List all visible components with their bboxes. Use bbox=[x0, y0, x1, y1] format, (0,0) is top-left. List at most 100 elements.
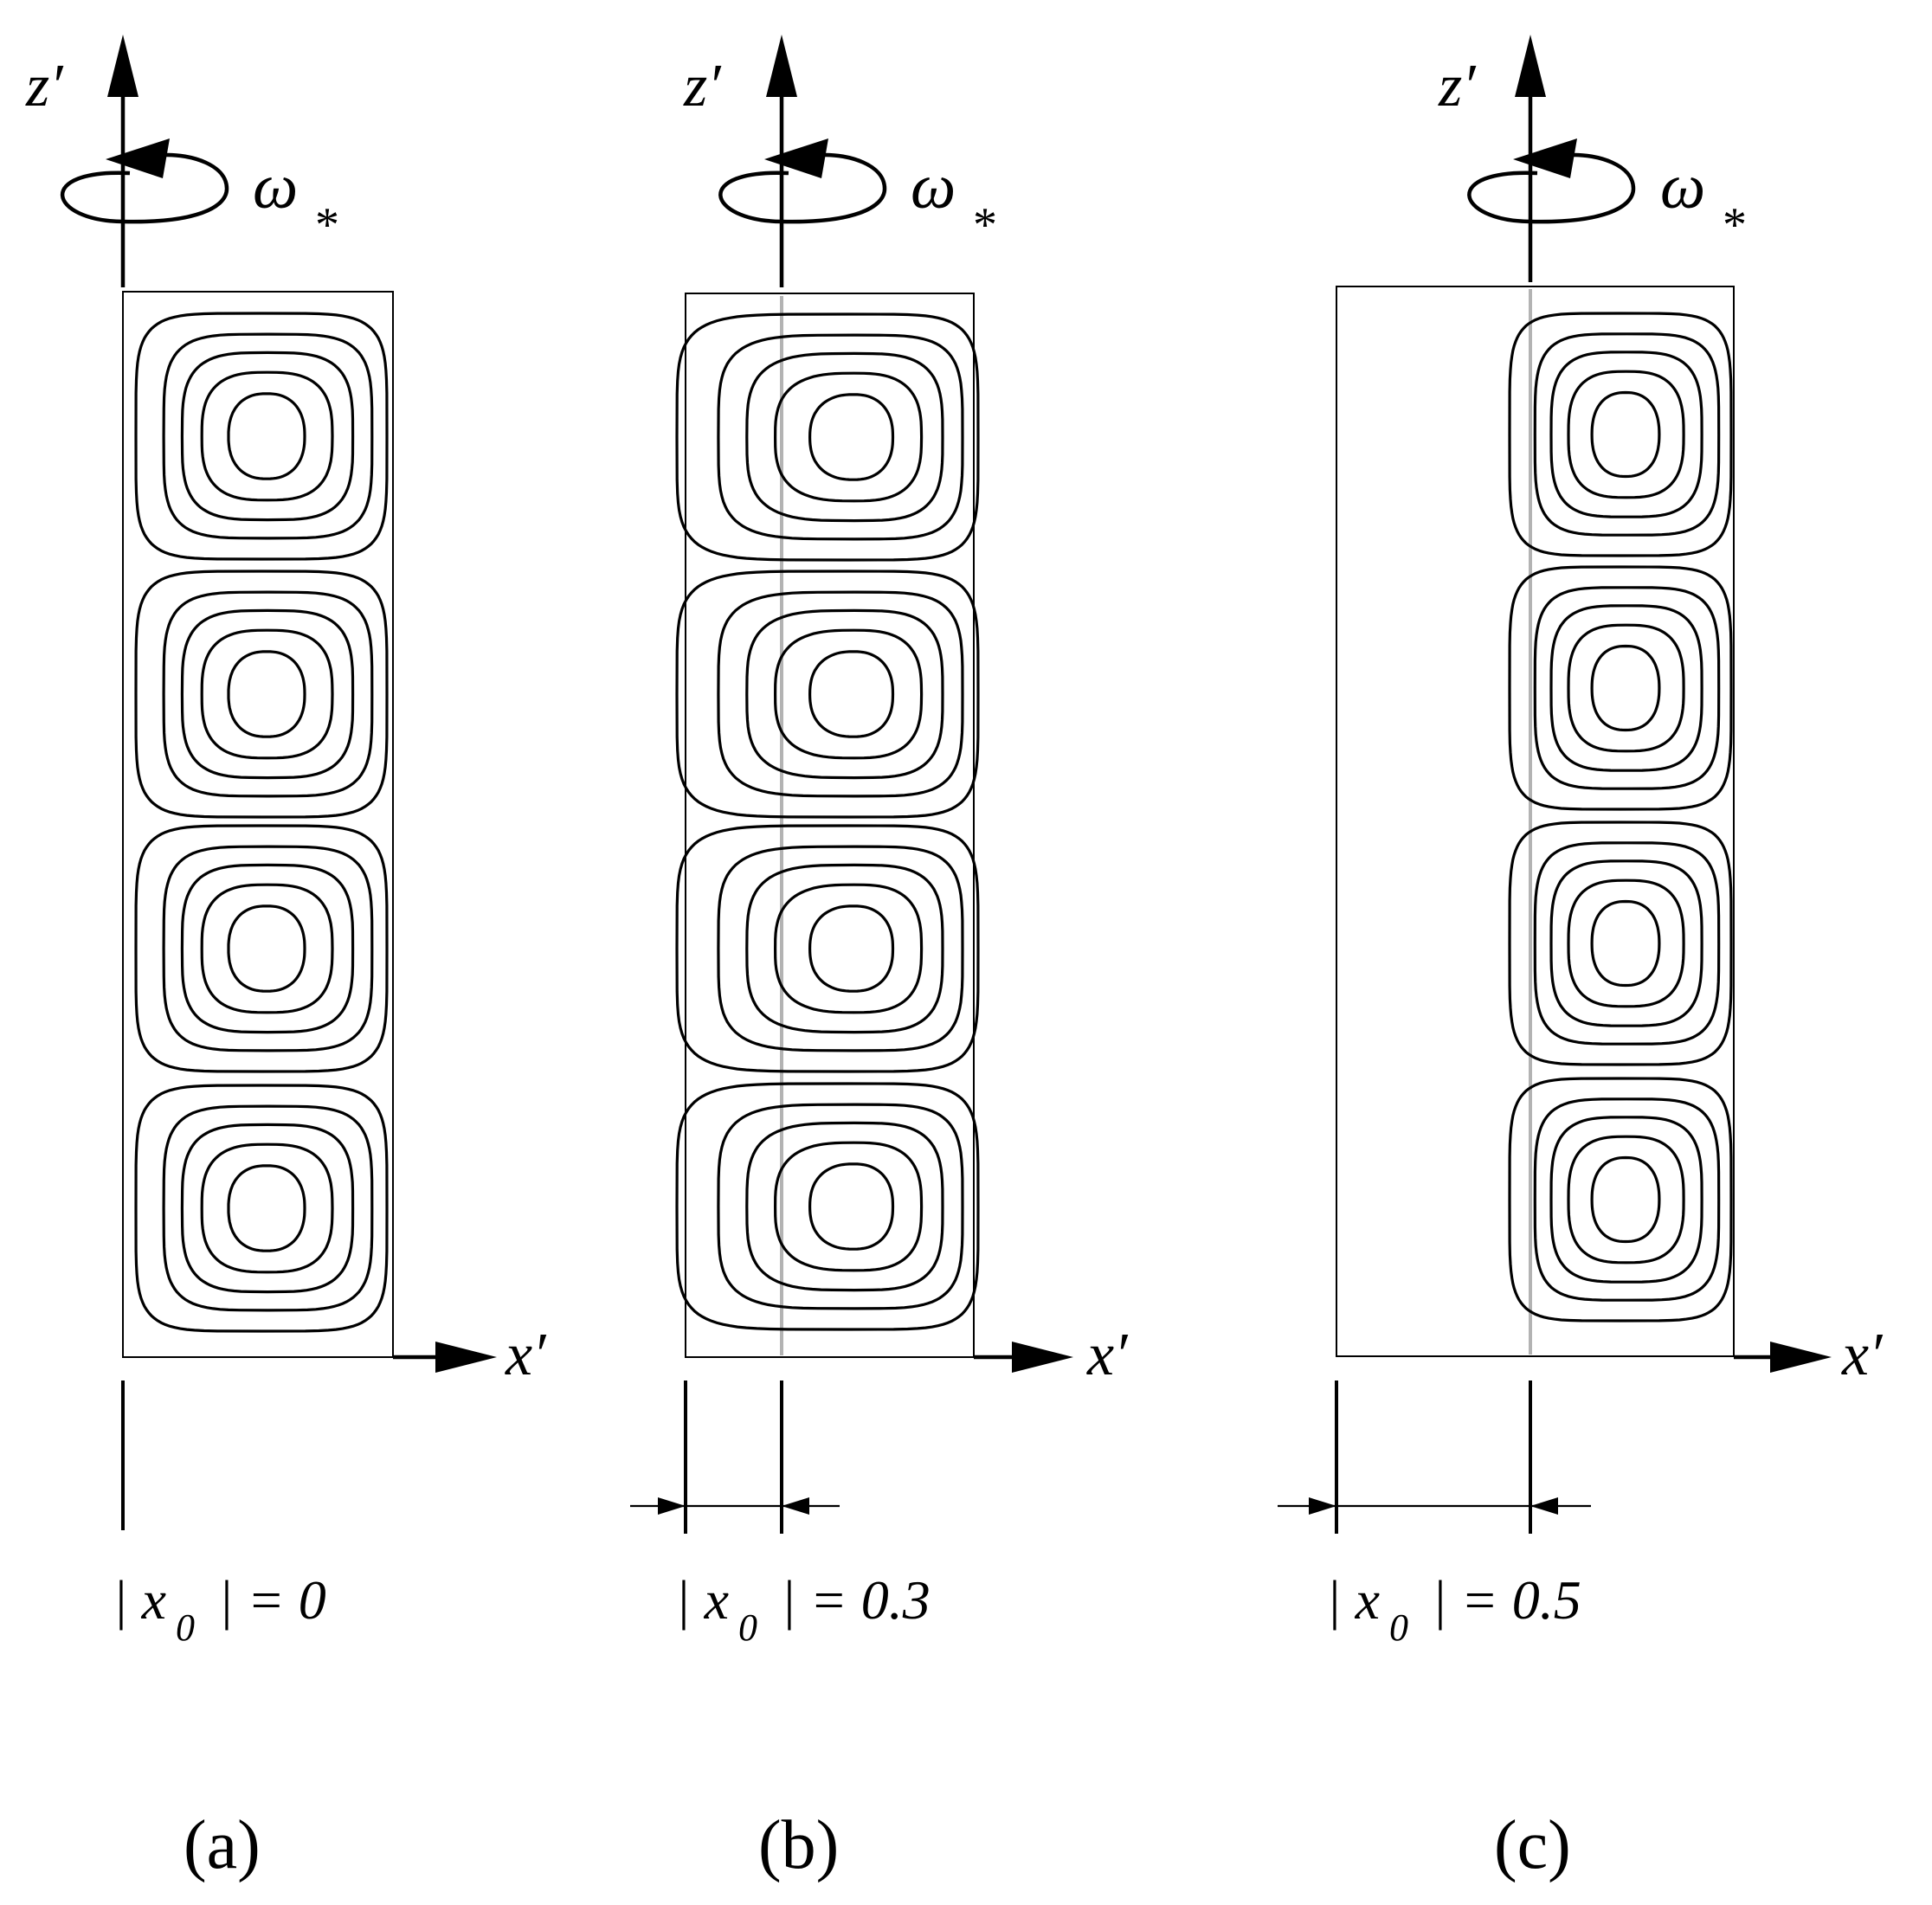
rotation-arrow-icon bbox=[60, 138, 229, 224]
x-axis-label: x′ bbox=[1841, 1322, 1884, 1388]
x-axis-label: x′ bbox=[505, 1322, 547, 1388]
omega-symbol: ω bbox=[253, 151, 298, 222]
streamline-contour bbox=[1549, 604, 1703, 772]
domain-frame bbox=[122, 291, 394, 1358]
streamline-contour bbox=[227, 904, 306, 993]
panel-c: z′ ω * x′ | x 0 | = 0.5 (c) bbox=[1278, 35, 1884, 1883]
streamline-contour bbox=[745, 351, 944, 523]
streamline-contour bbox=[1567, 623, 1685, 753]
panel-a: z′ ω * x′ | x 0 | = 0 (a) bbox=[25, 35, 547, 1883]
z-axis-label: z′ bbox=[25, 53, 64, 119]
panel-label: (a) bbox=[184, 1807, 261, 1883]
rotation-arrow-icon bbox=[718, 138, 887, 224]
streamline-contour bbox=[162, 1104, 374, 1312]
streamline-contour bbox=[675, 1082, 980, 1331]
streamline-contour bbox=[162, 332, 374, 540]
x0-value: | = 0.5 bbox=[1432, 1569, 1581, 1631]
streamline-contour bbox=[745, 863, 944, 1034]
streamline-contour bbox=[1549, 1116, 1703, 1284]
vortex-cell bbox=[675, 1082, 980, 1331]
streamline-contour bbox=[180, 608, 355, 780]
streamline-contour bbox=[773, 883, 924, 1014]
domain-frame bbox=[685, 293, 975, 1358]
streamline-contour bbox=[675, 824, 980, 1073]
z-axis-arrowhead bbox=[766, 35, 797, 97]
rotation-arrow-icon bbox=[1467, 138, 1636, 224]
vortex-cell bbox=[675, 312, 980, 562]
streamline-contour bbox=[134, 824, 389, 1073]
vortex-cells bbox=[1508, 312, 1733, 1323]
streamline-contour bbox=[745, 1121, 944, 1292]
x-axis-arrowhead bbox=[1012, 1342, 1073, 1373]
x-axis-arrowhead bbox=[1770, 1342, 1832, 1373]
streamline-contour bbox=[1533, 1097, 1721, 1302]
panel-label: (b) bbox=[758, 1807, 839, 1883]
vortex-cell bbox=[675, 824, 980, 1073]
streamline-contour bbox=[1508, 312, 1733, 557]
vortex-cell bbox=[1508, 1077, 1733, 1323]
omega-subscript: * bbox=[1723, 198, 1747, 252]
streamline-contour bbox=[180, 351, 355, 522]
streamline-contour bbox=[200, 370, 334, 502]
vortex-cell bbox=[675, 570, 980, 819]
streamline-contour bbox=[675, 570, 980, 819]
streamline-contour bbox=[1549, 351, 1703, 518]
x0-subscript: 0 bbox=[738, 1606, 757, 1649]
vortex-cell bbox=[134, 824, 389, 1073]
x0-dimension bbox=[1278, 1497, 1591, 1515]
streamline-contour bbox=[180, 863, 355, 1034]
streamline-contour bbox=[675, 312, 980, 562]
streamline-contour bbox=[1533, 332, 1721, 537]
streamline-contour bbox=[134, 312, 389, 561]
streamline-contour bbox=[717, 1103, 964, 1310]
vortex-cell bbox=[1508, 312, 1733, 557]
streamline-contour bbox=[717, 333, 964, 541]
vortex-cell bbox=[134, 570, 389, 819]
x0-label: | x bbox=[675, 1569, 729, 1631]
panel-b: z′ ω * x′ | x 0 | = 0.3 (b) bbox=[630, 35, 1129, 1883]
streamline-contour bbox=[717, 590, 964, 798]
x0-label: | x bbox=[1326, 1569, 1380, 1631]
z-axis-arrowhead bbox=[107, 35, 138, 97]
streamline-contour bbox=[1508, 1077, 1733, 1323]
streamline-contour bbox=[200, 883, 334, 1014]
streamline-contour bbox=[162, 845, 374, 1052]
vortex-cell bbox=[134, 312, 389, 561]
z-axis-arrowhead bbox=[1515, 35, 1546, 97]
x0-subscript: 0 bbox=[1389, 1606, 1408, 1649]
streamline-contour bbox=[1567, 370, 1685, 499]
streamline-contour bbox=[773, 628, 924, 760]
streamline-contour bbox=[808, 650, 895, 738]
streamline-contour bbox=[227, 1164, 306, 1252]
vortex-cell bbox=[1508, 821, 1733, 1066]
panel-label: (c) bbox=[1494, 1807, 1571, 1883]
x0-label: | x bbox=[113, 1569, 166, 1631]
streamline-contour bbox=[1567, 1135, 1685, 1265]
streamline-contour bbox=[1590, 1155, 1661, 1244]
x0-value: | = 0.3 bbox=[781, 1569, 931, 1631]
x-axis-label: x′ bbox=[1086, 1322, 1129, 1388]
x0-subscript: 0 bbox=[176, 1606, 195, 1649]
omega-symbol: ω bbox=[1660, 151, 1705, 222]
streamline-contour bbox=[773, 371, 924, 503]
streamline-contour bbox=[1508, 565, 1733, 811]
streamline-contour bbox=[200, 628, 334, 760]
streamline-contour bbox=[808, 1162, 895, 1251]
vortex-cells bbox=[675, 312, 980, 1331]
z-axis-label: z′ bbox=[1438, 53, 1477, 119]
omega-symbol: ω bbox=[911, 151, 956, 222]
streamline-contour bbox=[808, 393, 895, 481]
streamline-contour bbox=[808, 904, 895, 993]
streamline-contour bbox=[1533, 841, 1721, 1046]
vortex-cell bbox=[1508, 565, 1733, 811]
domain-frame bbox=[1336, 286, 1735, 1357]
streamline-contour bbox=[1508, 821, 1733, 1066]
x0-value: | = 0 bbox=[218, 1569, 326, 1631]
streamline-contour bbox=[1549, 859, 1703, 1027]
omega-subscript: * bbox=[973, 198, 997, 252]
streamline-contour bbox=[134, 1084, 389, 1333]
streamline-contour bbox=[1590, 899, 1661, 988]
x0-dimension bbox=[630, 1497, 840, 1515]
streamline-contour bbox=[227, 650, 306, 738]
